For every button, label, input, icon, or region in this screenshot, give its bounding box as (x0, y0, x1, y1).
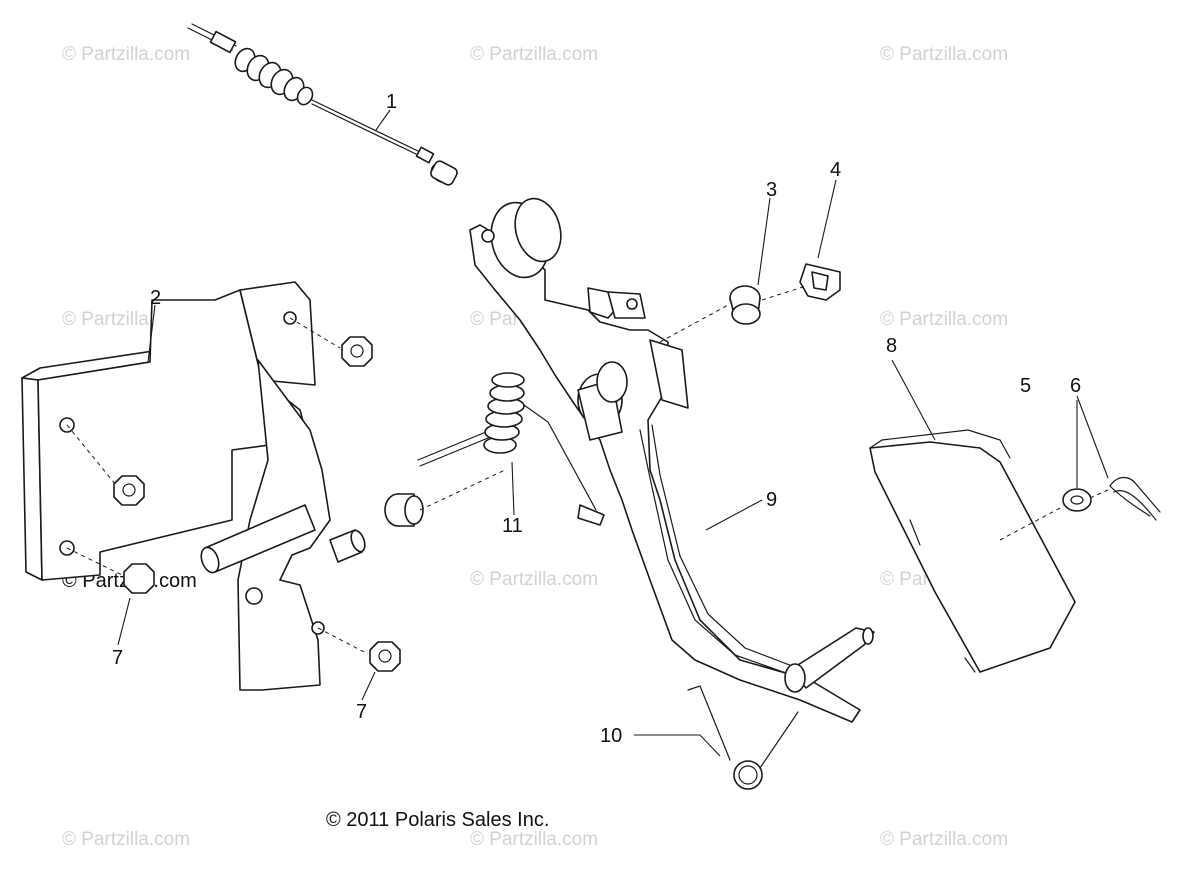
watermark: © Partzilla.com (62, 44, 190, 65)
callout-7: 7 (112, 647, 123, 669)
callout-10: 10 (600, 725, 622, 747)
washer-5 (1062, 488, 1092, 512)
e-clip-4 (799, 263, 841, 301)
callout-2: 2 (150, 287, 161, 309)
pedal-arm-9 (469, 197, 875, 723)
return-spring-11 (384, 372, 605, 527)
callouts: 1 2 3 4 5 6 7 7 8 9 10 11 (112, 91, 1081, 747)
clip-pin-6 (1109, 476, 1161, 521)
pedal-pad-8 (869, 429, 1076, 673)
throttle-cable (187, 23, 458, 186)
callout-5: 5 (1020, 375, 1031, 397)
leader-lines (117, 109, 1109, 757)
watermark: © Partzilla.com (62, 829, 190, 850)
callout-9: 9 (766, 489, 777, 511)
callout-3: 3 (766, 179, 777, 201)
watermark: © Partzilla.com (880, 44, 1008, 65)
callout-7: 7 (356, 701, 367, 723)
callout-4: 4 (830, 159, 841, 181)
watermark: © Partzilla.com (470, 569, 598, 590)
watermark: © Partzilla.com (880, 829, 1008, 850)
callout-8: 8 (886, 335, 897, 357)
nut-7 (113, 336, 401, 672)
watermark: © Partzilla.com (880, 309, 1008, 330)
torsion-spring-10 (687, 685, 799, 790)
watermark: © Partzilla.com (470, 829, 598, 850)
callout-6: 6 (1070, 375, 1081, 397)
bushing-3 (729, 285, 761, 325)
callout-1: 1 (386, 91, 397, 113)
mounting-bracket (21, 281, 366, 691)
callout-11: 11 (502, 515, 523, 537)
watermark: © Partzilla.com (470, 44, 598, 65)
copyright-text: © 2011 Polaris Sales Inc. (326, 809, 549, 831)
assembly-lines (66, 285, 1109, 655)
